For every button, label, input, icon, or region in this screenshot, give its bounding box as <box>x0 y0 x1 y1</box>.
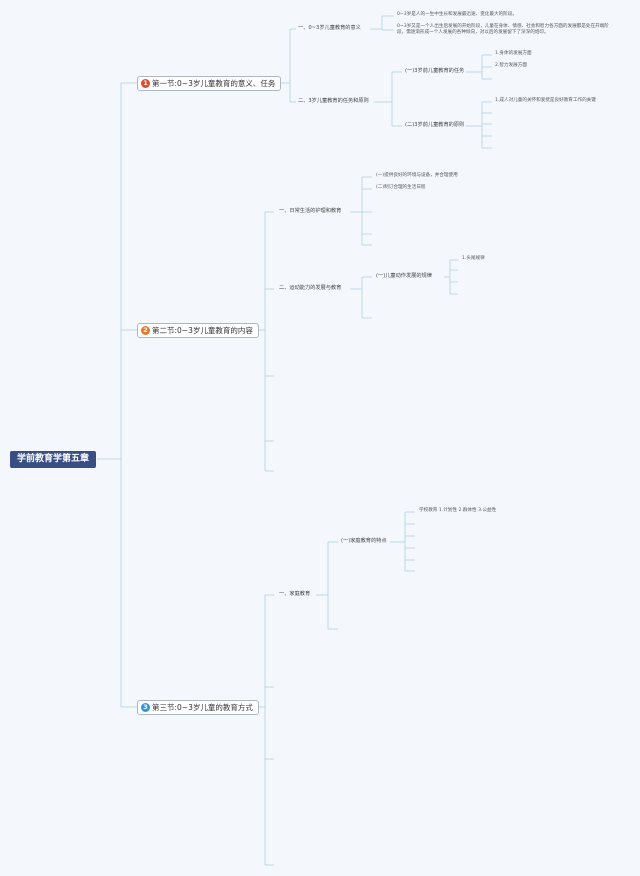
topic-tasks[interactable]: (一)3岁前儿童教育的任务 <box>405 68 465 74</box>
section-2-topic[interactable]: 2 第二节:0~3岁儿童教育的内容 <box>137 323 259 338</box>
topic-daily-care[interactable]: 一、日常生活的护理和教育 <box>279 208 342 214</box>
section-3-label: 第三节:0~3岁儿童的教育方式 <box>152 702 253 712</box>
section-1-label: 第一节:0~3岁儿童教育的意义、任务 <box>152 78 276 88</box>
number-badge-1: 1 <box>141 79 150 88</box>
daily-care-item-2: (二)制订合理的生活日程 <box>376 185 426 190</box>
task-item-1: 1.身体的发展方面 <box>495 51 532 56</box>
topic-tasks-principles[interactable]: 二、3岁儿童教育的任务和原则 <box>298 98 369 104</box>
family-feature-item-1: 学校教育 1.计划性 2.群体性 3.公益性 <box>419 508 497 513</box>
principle-item-1: 1.成人对儿童的关怀和爱抚是良好教育工作的关键 <box>495 98 596 103</box>
topic-significance[interactable]: 一、0~3岁儿童教育的意义 <box>298 25 361 31</box>
root-topic[interactable]: 学前教育学第五章 <box>10 451 96 468</box>
section-3-topic[interactable]: 3 第三节:0~3岁儿童的教育方式 <box>137 700 259 715</box>
topic-motor-development[interactable]: 二、运动能力的发展与教育 <box>279 285 342 291</box>
motor-rule-item-1: 1.头尾规律 <box>462 256 485 261</box>
section-2-label: 第二节:0~3岁儿童教育的内容 <box>152 325 253 335</box>
section-1-topic[interactable]: 1 第一节:0~3岁儿童教育的意义、任务 <box>137 76 282 91</box>
number-badge-2: 2 <box>141 326 150 335</box>
topic-family-features[interactable]: (一)家庭教育的特点 <box>341 538 387 544</box>
daily-care-item-1: (一)提供良好的环境与设备，并合理使用 <box>376 173 458 178</box>
topic-family-education[interactable]: 一、家庭教育 <box>279 591 311 597</box>
number-badge-3: 3 <box>141 703 150 712</box>
task-item-2: 2.智力发展方面 <box>495 63 527 68</box>
topic-principles[interactable]: (二)3岁前儿童教育的原则 <box>405 122 465 128</box>
note-significance-2: 0~3岁又是一个人出生后发展的开始阶段，儿童在身体、情感、社会和智力各方面的发展… <box>397 24 609 36</box>
note-significance-1: 0~3岁是人的一生中生长和发展最迅速、变化最大的阶段。 <box>397 12 517 17</box>
topic-motor-rules[interactable]: (一)儿童动作发展的规律 <box>376 273 432 279</box>
